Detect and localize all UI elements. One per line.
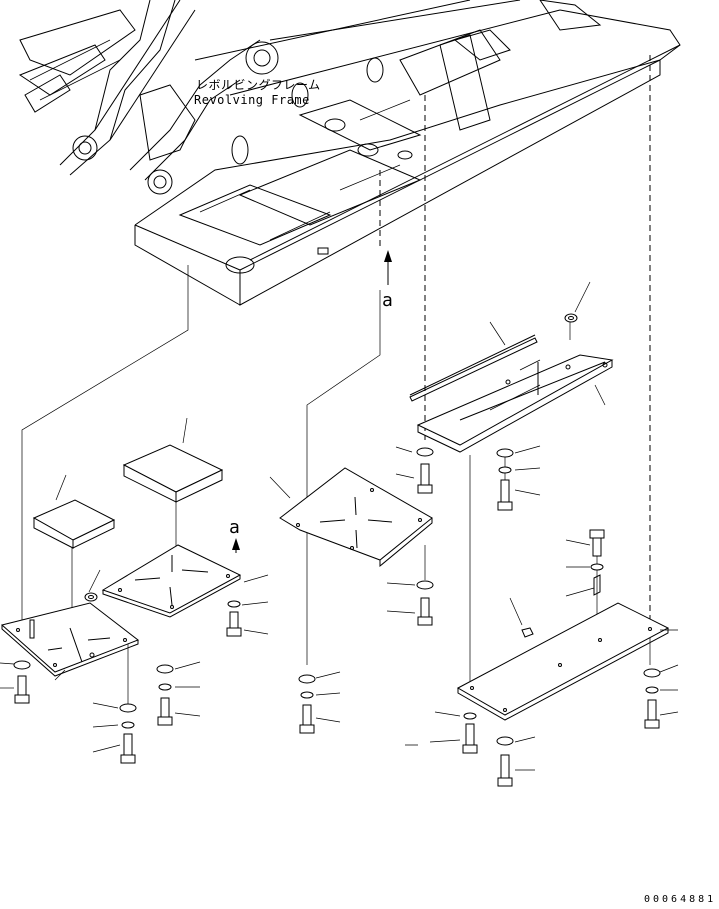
- rubber-pad-left: [32, 499, 116, 549]
- arrow-mark-a-upper: a: [382, 290, 393, 311]
- cover-plate-center: [101, 544, 242, 618]
- assembly-leader-lines: [21, 55, 651, 705]
- fastener-set: [13, 313, 661, 787]
- rubber-pad-center: [122, 444, 224, 503]
- callout-leaders: [0, 281, 679, 771]
- cover-seal-strip: [409, 334, 536, 396]
- arrow-a-upper: [384, 250, 392, 285]
- arrow-mark-a-lower: a: [229, 517, 240, 538]
- revolving-frame: [18, 0, 681, 306]
- frame-label-english: Revolving Frame: [194, 93, 310, 107]
- bracket-right: [593, 574, 601, 596]
- long-cover-plate: [409, 337, 614, 453]
- cover-plate-right: [456, 602, 670, 721]
- document-number: 00064881: [644, 894, 716, 905]
- cover-plate-middle: [279, 467, 433, 568]
- frame-label-japanese: レボルビングフレーム: [196, 78, 321, 92]
- arrow-a-lower: [232, 538, 240, 553]
- cover-plate-left: [0, 602, 140, 677]
